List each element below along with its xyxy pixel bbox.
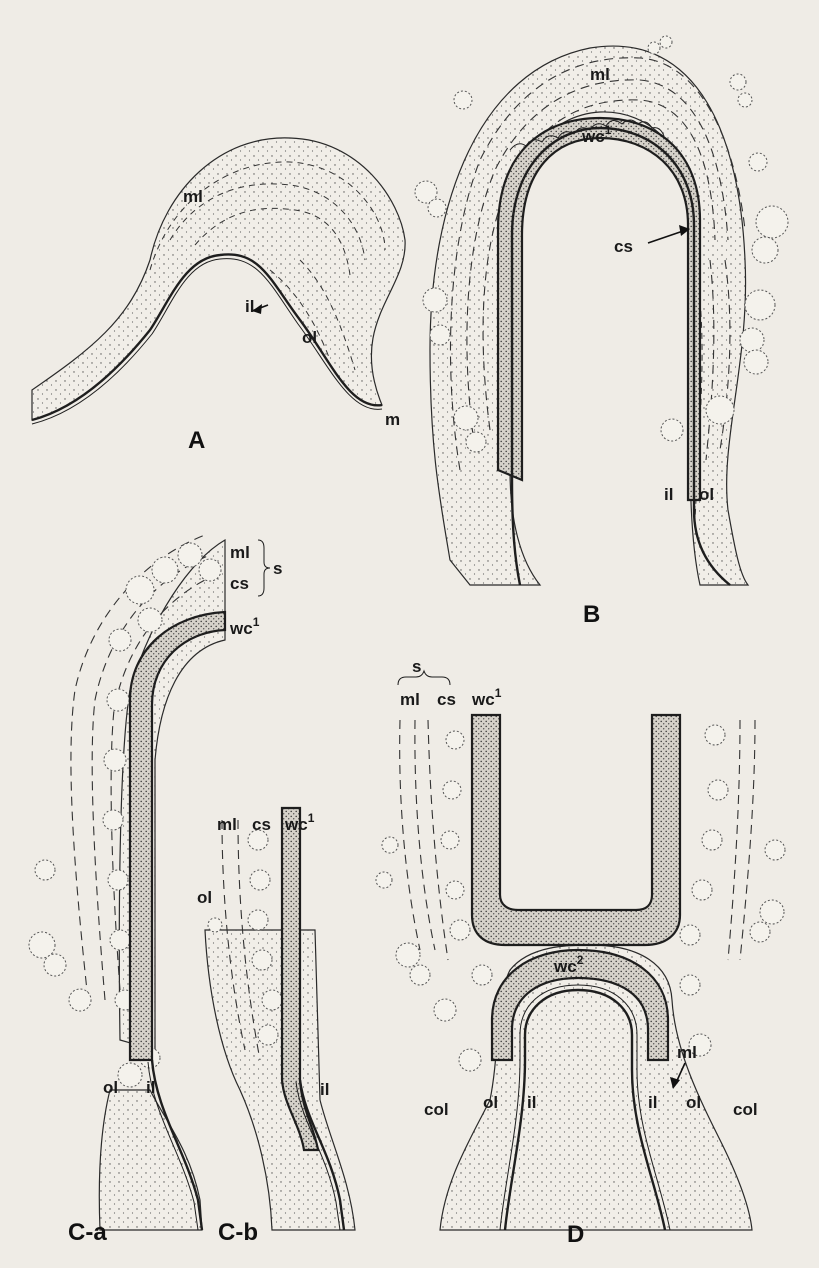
panel-c-b-label: C-b bbox=[218, 1219, 258, 1246]
panel-a: ml il ol m A bbox=[32, 138, 405, 454]
panel-b-ml-label: ml bbox=[590, 65, 610, 84]
panel-d-ol-left-label: ol bbox=[483, 1093, 498, 1112]
panel-b-ol-label: ol bbox=[699, 485, 714, 504]
panel-a-ol-label: ol bbox=[302, 328, 317, 347]
panel-c-b: ml cs wc1 ol il C-b bbox=[197, 808, 355, 1246]
panel-c-b-wc-label: wc1 bbox=[284, 811, 315, 834]
panel-d-ol-right-label: ol bbox=[686, 1093, 701, 1112]
panel-d-ml-label: ml bbox=[400, 690, 420, 709]
panel-d-il-left-label: il bbox=[527, 1093, 536, 1112]
panel-d-il-right-label: il bbox=[648, 1093, 657, 1112]
panel-c-a-ol-label: ol bbox=[103, 1078, 118, 1097]
panel-c-b-cs-label: cs bbox=[252, 815, 271, 834]
panel-c-a-cs-label: cs bbox=[230, 574, 249, 593]
panel-d-ml-right-label: ml bbox=[677, 1043, 697, 1062]
panel-d-wall-1 bbox=[472, 715, 680, 945]
panel-c-a-wall bbox=[130, 612, 225, 1060]
panel-b-il-label: il bbox=[664, 485, 673, 504]
panel-c-a-s-label: s bbox=[273, 559, 282, 578]
panel-d: s ml cs wc1 wc2 col ol il il ml ol col D bbox=[376, 657, 785, 1248]
panel-d-cs-label: cs bbox=[437, 690, 456, 709]
panel-d-label: D bbox=[567, 1221, 584, 1248]
panel-c-a-wc-label: wc1 bbox=[229, 615, 260, 638]
panel-b-label: B bbox=[583, 601, 600, 628]
panel-d-col-right-label: col bbox=[733, 1100, 758, 1119]
panel-a-ml-label: ml bbox=[183, 187, 203, 206]
panel-c-a-ml-label: ml bbox=[230, 543, 250, 562]
panel-c-a-tissue bbox=[99, 1090, 202, 1230]
panel-d-col-left-label: col bbox=[424, 1100, 449, 1119]
panel-c-b-il-label: il bbox=[320, 1080, 329, 1099]
panel-d-s-label: s bbox=[412, 657, 421, 676]
panel-d-tissue bbox=[440, 945, 752, 1230]
panel-b: ml wc1 cs il ol B bbox=[415, 36, 788, 628]
panel-b-cs-label: cs bbox=[614, 237, 633, 256]
panel-c-b-tissue bbox=[205, 930, 355, 1230]
panel-a-label: A bbox=[188, 427, 205, 454]
panel-c-a-label: C-a bbox=[68, 1219, 107, 1246]
panel-b-wc-label: wc1 bbox=[581, 123, 612, 146]
panel-b-wall bbox=[498, 118, 700, 500]
panel-c-b-ml-label: ml bbox=[217, 815, 237, 834]
panel-c-a: ml cs s wc1 ol il C-a bbox=[29, 535, 282, 1246]
panel-a-m-label: m bbox=[385, 410, 400, 429]
panel-c-b-ol-label: ol bbox=[197, 888, 212, 907]
panel-c-a-il-label: il bbox=[146, 1078, 155, 1097]
panel-a-il-label: il bbox=[245, 297, 254, 316]
panel-d-wc1-label: wc1 bbox=[471, 686, 502, 709]
